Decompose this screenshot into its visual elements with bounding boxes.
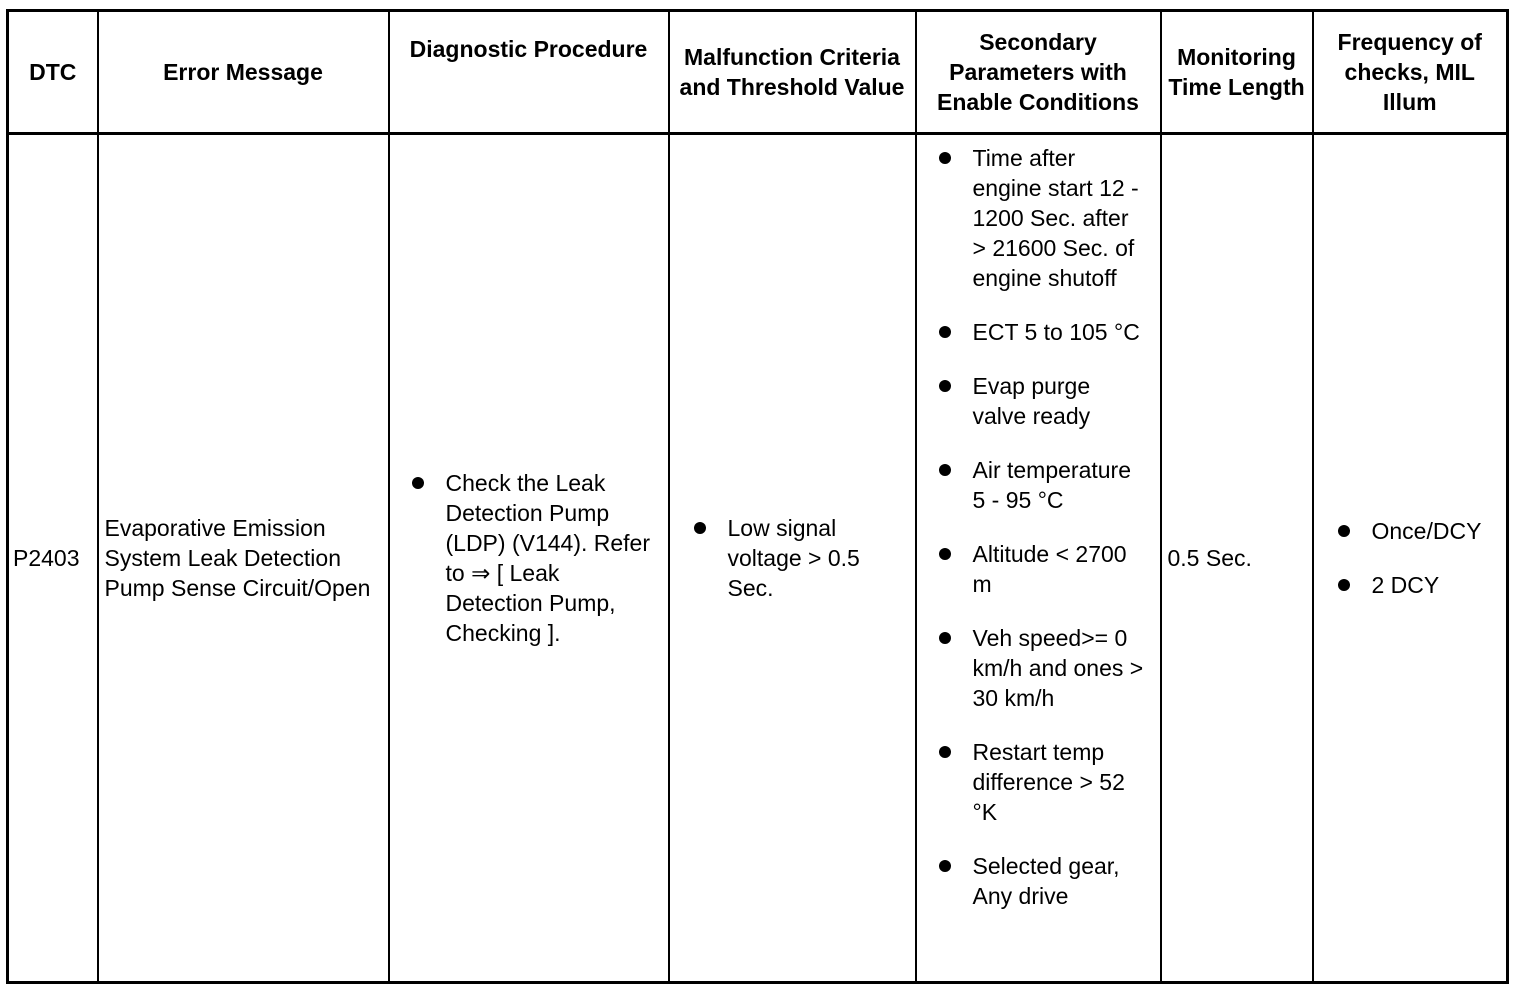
bullet-icon (938, 860, 951, 872)
header-monitoring: Monitoring Time Length (1159, 9, 1314, 135)
header-malfunction: Malfunction Criteria and Threshold Value (667, 9, 917, 135)
list-item: Time after engine start 12 - 1200 Sec. a… (938, 143, 1146, 293)
bullet-icon (938, 548, 951, 560)
list-item: 2 DCY (1337, 570, 1501, 600)
cell-malfunction: Low signal voltage > 0.5 Sec. (667, 132, 917, 984)
list-item: Once/DCY (1337, 516, 1501, 546)
bullet-icon (938, 326, 951, 338)
list-item: Altitude < 2700 m (938, 539, 1146, 599)
list-item: Restart temp difference > 52 °K (938, 737, 1146, 827)
bullet-icon (938, 464, 951, 476)
diagnostic-table: DTC Error Message Diagnostic Procedure M… (6, 9, 1509, 984)
cell-frequency: Once/DCY 2 DCY (1311, 132, 1509, 984)
header-diagnostic-procedure: Diagnostic Procedure (387, 9, 670, 135)
bullet-icon (938, 632, 951, 644)
list-item: Selected gear, Any drive (938, 851, 1146, 911)
header-frequency: Frequency of checks, MIL Illum (1311, 9, 1509, 135)
bullet-icon (1337, 525, 1350, 537)
cell-dtc: P2403 (6, 132, 99, 984)
list-item: Veh speed>= 0 km/h and ones > 30 km/h (938, 623, 1146, 713)
cell-error-message: Evaporative Emission System Leak Detecti… (96, 132, 390, 984)
list-item: Check the Leak Detection Pump (LDP) (V14… (411, 468, 658, 648)
list-item: Air temperature 5 - 95 °C (938, 455, 1146, 515)
header-secondary: Secondary Parameters with Enable Conditi… (914, 9, 1162, 135)
list-item: Low signal voltage > 0.5 Sec. (693, 513, 905, 603)
header-row: DTC Error Message Diagnostic Procedure M… (6, 9, 1509, 135)
list-item: Evap purge valve ready (938, 371, 1146, 431)
bullet-icon (411, 477, 424, 489)
cell-diagnostic-procedure: Check the Leak Detection Pump (LDP) (V14… (387, 132, 670, 984)
header-error-message: Error Message (96, 9, 390, 135)
cell-monitoring: 0.5 Sec. (1159, 132, 1314, 984)
list-item: ECT 5 to 105 °C (938, 317, 1146, 347)
header-dtc: DTC (6, 9, 99, 135)
table-row: P2403 Evaporative Emission System Leak D… (6, 132, 1509, 984)
bullet-icon (938, 746, 951, 758)
cell-secondary: Time after engine start 12 - 1200 Sec. a… (914, 132, 1162, 984)
bullet-icon (938, 380, 951, 392)
bullet-icon (693, 522, 706, 534)
bullet-icon (938, 152, 951, 164)
bullet-icon (1337, 579, 1350, 591)
